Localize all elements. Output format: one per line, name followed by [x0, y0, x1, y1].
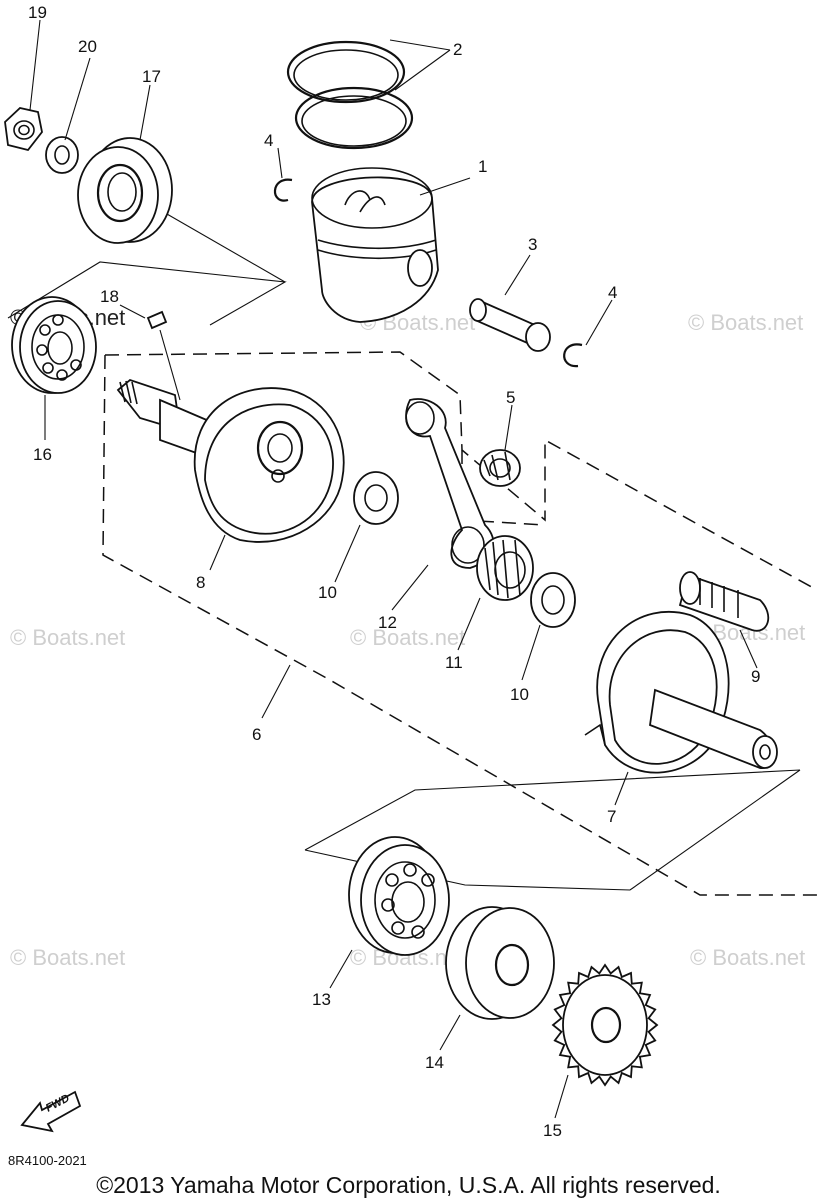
callout-18: 18	[100, 287, 119, 306]
crank-half-8	[116, 378, 345, 543]
callout-19: 19	[28, 3, 47, 22]
callout-5: 5	[506, 388, 515, 407]
piston-pin-3	[469, 298, 551, 352]
nut-19	[4, 107, 43, 152]
callout-10: 10	[318, 583, 337, 602]
crank-half-7	[584, 610, 778, 774]
oil-seal-17	[77, 137, 173, 244]
callout-4: 4	[264, 131, 273, 150]
oil-seal-17-guide	[159, 209, 286, 283]
bearing-16-box	[7, 261, 287, 326]
piston-1	[311, 167, 439, 323]
piston-rings-2	[286, 40, 414, 150]
callout-13: 13	[312, 990, 331, 1009]
callout-10: 10	[510, 685, 529, 704]
callout-17: 17	[142, 67, 161, 86]
watermark-text: © Boats.net	[690, 945, 805, 970]
callout-2: 2	[453, 40, 462, 59]
callout-20: 20	[78, 37, 97, 56]
watermark-text: © Boats.net	[688, 310, 803, 335]
callout-3: 3	[528, 235, 537, 254]
callout-11: 11	[445, 653, 463, 672]
callout-16: 16	[33, 445, 52, 464]
exploded-parts-diagram: © Boats.net © Boats.net © Boats.net © Bo…	[4, 3, 817, 1140]
bearing-13	[348, 836, 450, 956]
circlip-4-left	[273, 178, 293, 202]
big-end-bearing-11	[476, 535, 534, 601]
oil-seal-14	[445, 906, 555, 1020]
washer-20	[45, 136, 79, 174]
watermark-text: © Boats.net	[350, 625, 465, 650]
callout-8: 8	[196, 573, 205, 592]
callout-15: 15	[543, 1121, 562, 1140]
callout-7: 7	[607, 807, 616, 826]
crank-pin-9	[678, 571, 770, 632]
watermark-text: © Boats.net	[10, 625, 125, 650]
callout-1: 1	[478, 157, 487, 176]
callout-14: 14	[425, 1053, 444, 1072]
thrust-washer-10-upper	[353, 471, 399, 525]
connecting-rod-12	[405, 398, 495, 569]
primary-drive-gear-15	[551, 963, 659, 1087]
callout-12: 12	[378, 613, 397, 632]
copyright-notice: ©2013 Yamaha Motor Corporation, U.S.A. A…	[96, 1172, 721, 1198]
small-end-bearing-5	[479, 449, 521, 487]
circlip-4-right	[563, 343, 583, 368]
forward-arrow-icon: FWD	[20, 1090, 82, 1133]
woodruff-key-18	[146, 310, 168, 330]
callout-9: 9	[751, 667, 760, 686]
watermark-text: © Boats.net	[10, 945, 125, 970]
callout-4: 4	[608, 283, 617, 302]
callout-6: 6	[252, 725, 261, 744]
diagram-code: 8R4100-2021	[8, 1153, 87, 1168]
thrust-washer-10-lower	[530, 572, 576, 628]
bearing-16	[11, 296, 97, 394]
leader-lines	[29, 19, 758, 1119]
callout-labels: 1 2 3 4 4 5 6 7 8 9 10 10 11 12 13 14 15…	[28, 3, 760, 1140]
